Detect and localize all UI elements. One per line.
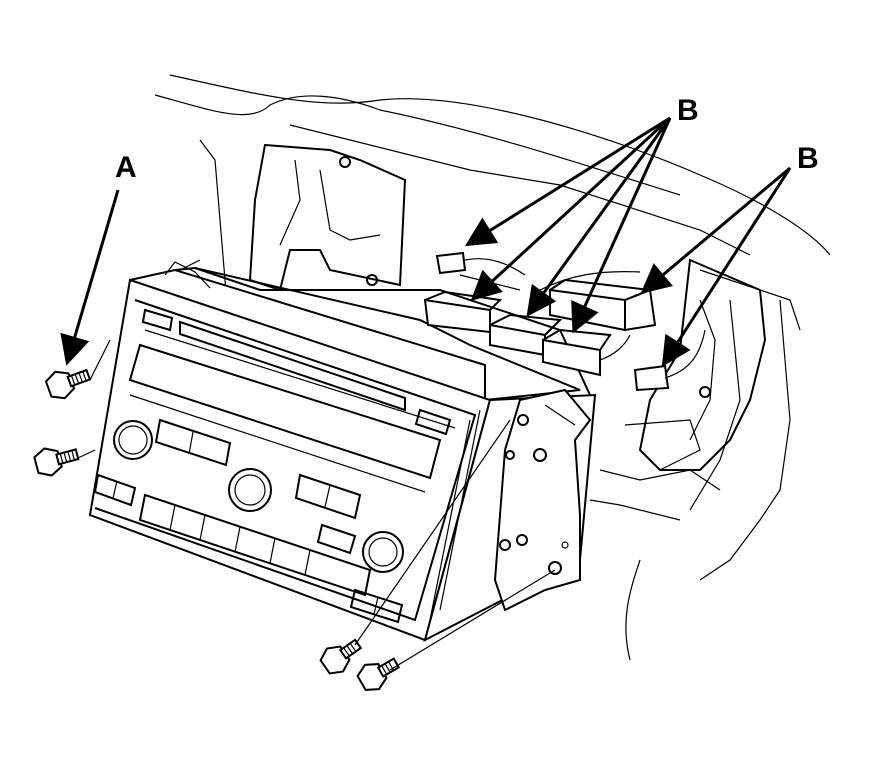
radio-front-panel [88, 278, 492, 642]
preset-button-group [294, 473, 362, 520]
bolts [33, 339, 556, 691]
callout-arrows [60, 116, 792, 368]
bolt-bottom-right [356, 657, 401, 691]
left-mounting-bracket [248, 143, 407, 292]
arrow-b [464, 116, 671, 247]
preset-button-group [154, 418, 232, 467]
top-right-button [414, 408, 452, 436]
connector [489, 323, 546, 357]
connector [633, 364, 670, 392]
bracket-bolt-hole [339, 156, 351, 168]
arrow-b [526, 117, 672, 317]
arrow-b [640, 166, 791, 294]
arrow-b [661, 167, 792, 368]
arrow-b [571, 117, 672, 334]
label-b-upper: B [677, 94, 699, 127]
label-b-right: B [797, 142, 819, 175]
radio-side-bracket [493, 388, 592, 612]
bottom-button-row [138, 493, 372, 597]
small-button [316, 523, 357, 555]
eject-button [141, 308, 174, 332]
bracket-bolt-hole [366, 274, 378, 286]
arrow-a [60, 189, 120, 366]
arrow-b [470, 116, 672, 302]
radio-display [128, 343, 442, 480]
connector [549, 288, 626, 332]
bolt-a [44, 368, 92, 400]
bracket-bolt-hole [699, 386, 711, 398]
small-button [93, 473, 137, 507]
bolt-left-lower [33, 447, 80, 477]
cd-slot [179, 320, 406, 412]
connector [542, 338, 601, 377]
connector [435, 251, 467, 275]
label-a: A [115, 151, 137, 184]
left-knob [113, 420, 153, 460]
